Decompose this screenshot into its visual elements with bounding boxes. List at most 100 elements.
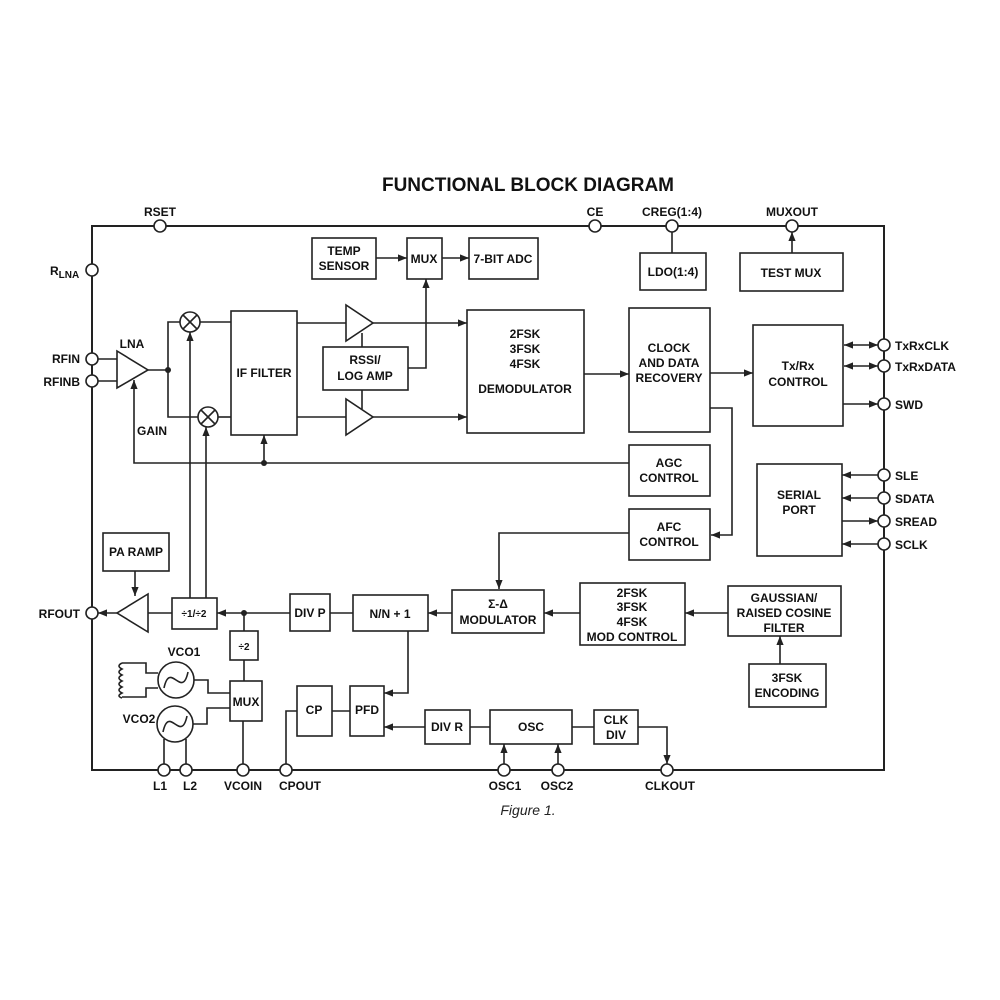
pin-rfin-label: RFIN (52, 352, 80, 366)
clkdiv-label-1: CLK (604, 713, 629, 727)
pin-cpout-label: CPOUT (279, 779, 322, 793)
pin-osc2-label: OSC2 (541, 779, 574, 793)
wire-to-mixer-q (167, 370, 199, 418)
pin-rfinb (85, 374, 99, 388)
clock-data-recovery-block (628, 307, 711, 433)
wire-afc-to-sigma-delta (495, 532, 629, 589)
pin-clkout (660, 763, 674, 777)
div-1-2-label: ÷1/÷2 (182, 609, 207, 620)
wire-vco2-to-mux (193, 707, 230, 725)
pin-l2-label: L2 (183, 779, 197, 793)
demod-label-2: 3FSK (510, 342, 541, 356)
div-2-label: ÷2 (238, 642, 249, 653)
pin-l1 (157, 763, 171, 777)
pin-swd-label: SWD (895, 398, 923, 412)
cp-label: CP (306, 703, 323, 717)
pa-ramp-label: PA RAMP (109, 545, 163, 559)
mod-control-block (579, 582, 686, 646)
test-mux-block (739, 252, 844, 292)
wire-agc-to-lna-gain (130, 380, 629, 464)
pin-sread-label: SREAD (895, 515, 937, 529)
n-n1-label: N/N + 1 (369, 607, 410, 621)
if-amp-i (345, 303, 375, 343)
pin-sdata (877, 491, 891, 505)
pin-creg (665, 219, 679, 233)
pfd-label: PFD (355, 703, 379, 717)
div-p-label: DIV P (294, 606, 325, 620)
ldo-block (639, 252, 707, 291)
pin-sread (877, 514, 891, 528)
demod-label-3: 4FSK (510, 357, 541, 371)
pin-rlna-label: RLNA (50, 264, 79, 281)
afc-label-1: AFC (657, 520, 682, 534)
pin-ce-label: CE (587, 205, 604, 219)
gaussian-filter-block (727, 585, 842, 637)
gauss-label-2: RAISED COSINE (737, 606, 832, 620)
wire-cdr-to-afc (710, 407, 733, 539)
vco2-label: VCO2 (123, 712, 156, 726)
pin-vcoin-label: VCOIN (224, 779, 262, 793)
demod-label-4: DEMODULATOR (478, 382, 572, 396)
wire-clkdiv-to-clkout (638, 726, 671, 764)
agc-control-block (628, 444, 711, 497)
txrx-label-2: CONTROL (768, 375, 827, 389)
mixer-q-icon (197, 406, 219, 428)
div-r-label: DIV R (431, 720, 463, 734)
demodulator-block (466, 309, 585, 434)
adc-label: 7-BIT ADC (474, 252, 533, 266)
clkdiv-label-2: DIV (606, 728, 626, 742)
cdr-label-2: AND DATA (639, 356, 700, 370)
pin-creg-label: CREG(1:4) (642, 205, 702, 219)
pin-rlna (85, 263, 99, 277)
mux-top-label: MUX (411, 252, 438, 266)
pin-txrxdata-label: TxRxDATA (895, 360, 956, 374)
vco1-label: VCO1 (168, 645, 201, 659)
agc-label-2: CONTROL (639, 471, 698, 485)
pin-rfin (85, 352, 99, 366)
wire-nn1-to-pfd (384, 631, 409, 697)
div-r-block (424, 709, 471, 745)
gain-label: GAIN (137, 424, 167, 438)
diagram-title: FUNCTIONAL BLOCK DIAGRAM (382, 175, 674, 196)
if-filter-label: IF FILTER (236, 366, 291, 380)
pin-swd (877, 397, 891, 411)
pin-sle-label: SLE (895, 469, 918, 483)
serial-label-1: SERIAL (777, 488, 821, 502)
inductor-icon (118, 662, 158, 699)
cdr-label-1: CLOCK (648, 341, 691, 355)
pfd-block (349, 685, 385, 737)
mux-vco-label: MUX (233, 695, 260, 709)
pin-osc2 (551, 763, 565, 777)
pin-rfout-label: RFOUT (39, 607, 81, 621)
temp-sensor-block (311, 237, 377, 280)
mux-vco-block (229, 680, 263, 722)
agc-label-1: AGC (656, 456, 683, 470)
pin-l1-label: L1 (153, 779, 167, 793)
adc-block (468, 237, 539, 280)
mod-control-label-2: 3FSK (617, 600, 648, 614)
pin-sclk (877, 537, 891, 551)
mod-control-label-3: 4FSK (617, 615, 648, 629)
pin-osc1-label: OSC1 (489, 779, 522, 793)
txrx-control-block (752, 324, 844, 427)
mod-control-label-4: MOD CONTROL (587, 630, 678, 644)
txrx-label-1: Tx/Rx (782, 359, 815, 373)
vco1-icon (157, 661, 195, 699)
wire-rssi-to-mux (408, 279, 430, 369)
wire-cp-to-cpout (285, 710, 297, 764)
cdr-label-3: RECOVERY (636, 371, 703, 385)
if-amp-q (345, 397, 375, 437)
sigma-delta-label-1: Σ-Δ (488, 597, 508, 611)
wire-to-mixer-i (167, 321, 182, 370)
pa-amplifier (115, 592, 149, 634)
pin-muxout (785, 219, 799, 233)
mixer-i-icon (179, 311, 201, 333)
figure-caption: Figure 1. (500, 802, 555, 818)
pin-sle (877, 468, 891, 482)
demod-label-1: 2FSK (510, 327, 541, 341)
pin-cpout (279, 763, 293, 777)
pin-rfout (85, 606, 99, 620)
afc-control-block (628, 508, 711, 561)
pa-ramp-block (102, 532, 170, 572)
